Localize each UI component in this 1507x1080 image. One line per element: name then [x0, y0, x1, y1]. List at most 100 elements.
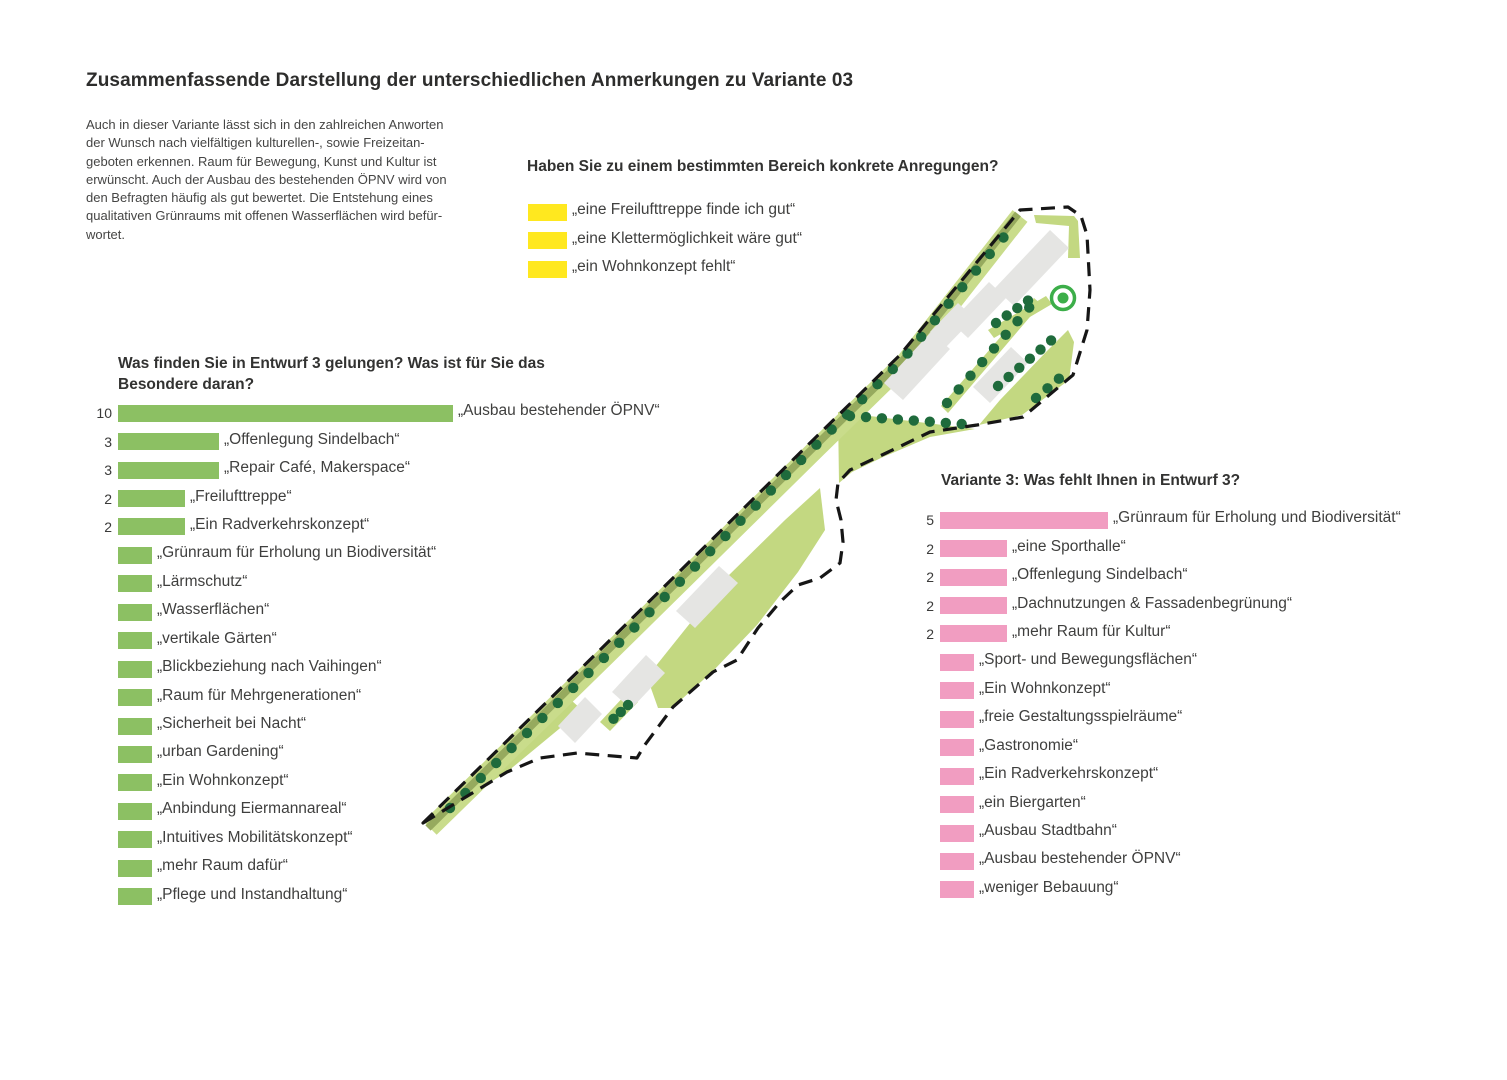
- chart-row: „Sport- und Bewegungsflächen“: [908, 648, 1401, 676]
- bar-label: „Ein Wohnkonzept“: [157, 771, 289, 789]
- bar: [118, 518, 185, 536]
- bar-label: „Dachnutzungen & Fassadenbegrünung“: [1012, 594, 1293, 612]
- bar-label: „Grünraum für Erholung und Biodiversität…: [1113, 509, 1401, 527]
- chart-row: „vertikale Gärten“: [86, 627, 660, 655]
- bar-label: „Ein Wohnkonzept“: [979, 679, 1111, 697]
- bar: [940, 540, 1007, 558]
- bar-value: 2: [926, 540, 934, 557]
- map-boundary-outline: [421, 205, 1092, 825]
- bar: [940, 653, 974, 671]
- bar-label: „Offenlegung Sindelbach“: [1012, 566, 1188, 584]
- page-title: Zusammenfassende Darstellung der untersc…: [86, 70, 854, 91]
- chart-row: 2„Ein Radverkehrskonzept“: [86, 513, 660, 541]
- bar-label: „Ausbau bestehender ÖPNV“: [458, 402, 660, 420]
- bar: [118, 802, 152, 820]
- map-location-marker: [1049, 284, 1077, 312]
- bar-label: „Offenlegung Sindelbach“: [224, 430, 400, 448]
- bar: [940, 568, 1007, 586]
- bar: [118, 461, 219, 479]
- bar-label: „Intuitives Mobilitätskonzept“: [157, 828, 353, 846]
- bar: [118, 660, 152, 678]
- bar-label: „Sicherheit bei Nacht“: [157, 715, 307, 733]
- bar: [940, 625, 1007, 643]
- bar: [118, 603, 152, 621]
- bar: [118, 717, 152, 735]
- bar-label: „Raum für Mehrgenerationen“: [157, 686, 362, 704]
- gelungen-chart: 10„Ausbau bestehender ÖPNV“3„Offenlegung…: [86, 399, 660, 911]
- legend-item: „eine Freilufttreppe finde ich gut“: [496, 198, 802, 226]
- bar: [118, 575, 152, 593]
- bar: [118, 404, 453, 422]
- bar-value: 5: [926, 512, 934, 529]
- chart-row: „Blickbeziehung nach Vaihingen“: [86, 655, 660, 683]
- bar: [940, 511, 1108, 529]
- bar-label: „Blickbeziehung nach Vaihingen“: [157, 658, 382, 676]
- bar: [940, 881, 974, 899]
- bar: [118, 490, 185, 508]
- bar-label: „Ausbau Stadtbahn“: [979, 822, 1117, 840]
- bar: [118, 632, 152, 650]
- map-dot-rows: [444, 232, 1065, 814]
- fehlt-question: Variante 3: Was fehlt Ihnen in Entwurf 3…: [941, 472, 1241, 489]
- bar-label: „ein Wohnkonzept fehlt“: [572, 258, 736, 276]
- bar-label: „Ausbau bestehender ÖPNV“: [979, 850, 1181, 868]
- bar-value: 3: [104, 462, 112, 479]
- map-buildings: [558, 230, 1069, 743]
- bar-label: „Freilufttreppe“: [190, 487, 292, 505]
- legend-swatch: [528, 232, 567, 250]
- bar-label: „Lärmschutz“: [157, 572, 248, 590]
- bar: [940, 796, 974, 814]
- bar: [118, 546, 152, 564]
- chart-row: „Ausbau bestehender ÖPNV“: [908, 847, 1401, 875]
- map-rail-line: [425, 211, 1021, 831]
- chart-row: 5 „Grünraum für Erholung und Biodiversitä…: [908, 506, 1401, 534]
- chart-row: 10„Ausbau bestehender ÖPNV“: [86, 399, 660, 427]
- bar-label: „Repair Café, Makerspace“: [224, 459, 411, 477]
- chart-row: 2 „Offenlegung Sindelbach“: [908, 563, 1401, 591]
- bar-label: „ein Biergarten“: [979, 793, 1086, 811]
- bar-label: „eine Freilufttreppe finde ich gut“: [572, 201, 796, 219]
- chart-row: „urban Gardening“: [86, 740, 660, 768]
- legend-swatch: [528, 260, 567, 278]
- chart-row: „Raum für Mehrgenerationen“: [86, 683, 660, 711]
- bar-label: „urban Gardening“: [157, 743, 284, 761]
- bar-label: „weniger Bebauung“: [979, 878, 1119, 896]
- chart-row: 2„Freilufttreppe“: [86, 484, 660, 512]
- chart-row: 2„eine Sporthalle“: [908, 534, 1401, 562]
- bar-value: 2: [926, 569, 934, 586]
- gelungen-question: Was finden Sie in Entwurf 3 gelungen? Wa…: [118, 355, 545, 393]
- bar: [940, 767, 974, 785]
- bar: [118, 888, 152, 906]
- chart-row: „freie Gestaltungsspielräume“: [908, 705, 1401, 733]
- bar-label: „Ein Radverkehrskonzept“: [190, 515, 370, 533]
- chart-row: „Ausbau Stadtbahn“: [908, 819, 1401, 847]
- bar-label: „Wasserflächen“: [157, 601, 270, 619]
- chart-row: „Gastronomie“: [908, 734, 1401, 762]
- site-plan-map: [421, 205, 1092, 835]
- chart-row: „Grünraum für Erholung un Biodiversität“: [86, 541, 660, 569]
- suggestions-question: Haben Sie zu einem bestimmten Bereich ko…: [527, 158, 999, 175]
- chart-row: „Ein Wohnkonzept“: [86, 769, 660, 797]
- chart-row: „Intuitives Mobilitätskonzept“: [86, 826, 660, 854]
- bar: [118, 689, 152, 707]
- chart-row: 3„Offenlegung Sindelbach“: [86, 427, 660, 455]
- chart-row: 2 „Dachnutzungen & Fassadenbegrünung“: [908, 591, 1401, 619]
- bar-value: 2: [926, 597, 934, 614]
- chart-row: „Lärmschutz“: [86, 570, 660, 598]
- chart-row: „mehr Raum dafür“: [86, 854, 660, 882]
- suggestions-legend: „eine Freilufttreppe finde ich gut“„eine…: [496, 198, 802, 283]
- chart-row: „Wasserflächen“: [86, 598, 660, 626]
- bar-label: „Gastronomie“: [979, 736, 1079, 754]
- bar-label: „vertikale Gärten“: [157, 629, 277, 647]
- map-bent-band: [1034, 215, 1080, 258]
- chart-row: „ein Biergarten“: [908, 790, 1401, 818]
- intro-paragraph: Auch in dieser Variante lässt sich in de…: [86, 117, 447, 242]
- chart-row: 3 „Repair Café, Makerspace“: [86, 456, 660, 484]
- bar: [940, 852, 974, 870]
- bar-label: „mehr Raum für Kultur“: [1012, 622, 1171, 640]
- bar-label: „Pflege und Instandhaltung“: [157, 885, 348, 903]
- bar-label: „Ein Radverkehrskonzept“: [979, 765, 1159, 783]
- chart-row: „Ein Radverkehrskonzept“: [908, 762, 1401, 790]
- bar: [118, 831, 152, 849]
- legend-item: „ein Wohnkonzept fehlt“: [496, 255, 802, 283]
